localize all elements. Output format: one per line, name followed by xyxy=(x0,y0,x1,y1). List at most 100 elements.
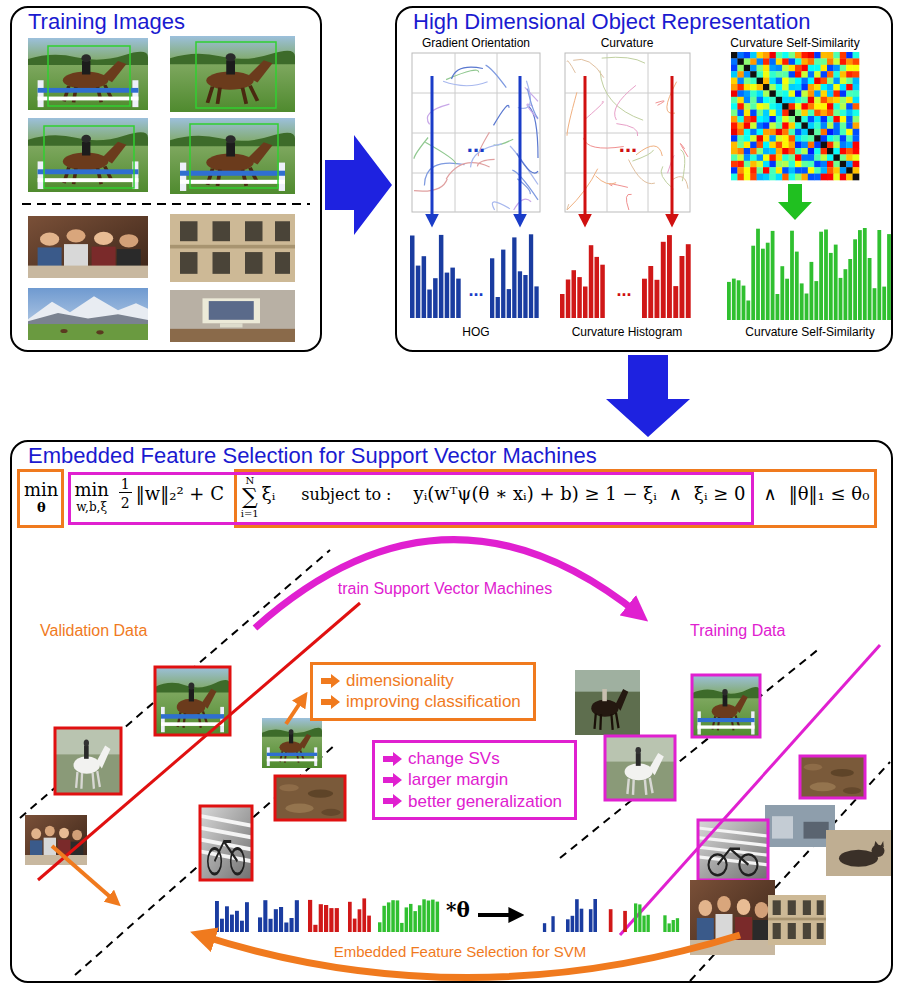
matrix-cell xyxy=(827,84,834,91)
histogram-bar xyxy=(609,909,613,932)
matrix-cell xyxy=(744,71,751,78)
edge-curve xyxy=(673,177,688,189)
histogram-bar xyxy=(518,271,522,318)
bullet-arrow-shape xyxy=(383,794,402,808)
edge-curve xyxy=(512,170,538,200)
edge-curve xyxy=(567,61,575,73)
matrix-cell xyxy=(814,116,821,123)
matrix-cell xyxy=(814,142,821,149)
matrix-cell xyxy=(737,174,744,181)
matrix-cell xyxy=(763,129,770,136)
photo xyxy=(28,38,148,110)
matrix-cell xyxy=(827,135,834,142)
matrix-cell xyxy=(782,174,789,181)
edge-curve xyxy=(681,150,685,181)
matrix-cell xyxy=(795,71,802,78)
matrix-cell xyxy=(846,90,853,97)
matrix-cell xyxy=(782,167,789,174)
bounding-box xyxy=(196,42,276,108)
matrix-cell xyxy=(789,52,796,59)
matrix-cell xyxy=(795,129,802,136)
matrix-cell xyxy=(731,65,738,72)
photo xyxy=(170,290,295,342)
matrix-cell xyxy=(776,122,783,129)
matrix-cell xyxy=(808,174,815,181)
histogram-bar xyxy=(844,269,848,320)
formula-term: yᵢ(wᵀψ(θ ∗ xᵢ) + b) ≥ 1 − ξᵢ xyxy=(413,485,656,503)
matrix-cell xyxy=(840,154,847,161)
matrix-cell xyxy=(846,71,853,78)
matrix-cell xyxy=(808,148,815,155)
matrix-cell xyxy=(776,97,783,104)
histogram-bar xyxy=(575,899,579,932)
matrix-cell xyxy=(801,167,808,174)
formula-term: ∧ xyxy=(764,485,777,503)
matrix-cell xyxy=(763,142,770,149)
matrix-cell xyxy=(808,65,815,72)
matrix-cell xyxy=(821,161,828,168)
matrix-cell xyxy=(757,135,764,142)
matrix-cell xyxy=(782,52,789,59)
matrix-cell xyxy=(846,116,853,123)
text-label: Curvature Self-Similarity xyxy=(745,326,874,340)
matrix-cell xyxy=(750,65,757,72)
matrix-cell xyxy=(776,71,783,78)
matrix-cell xyxy=(731,97,738,104)
matrix-cell xyxy=(757,122,764,129)
edge-curve xyxy=(567,169,598,210)
matrix-cell xyxy=(789,161,796,168)
matrix-cell xyxy=(846,129,853,136)
matrix-cell xyxy=(821,52,828,59)
matrix-cell xyxy=(750,71,757,78)
bullet-arrow xyxy=(321,674,341,688)
histogram-bar xyxy=(805,294,809,321)
matrix-cell xyxy=(757,71,764,78)
photo xyxy=(28,288,148,340)
histogram-bar xyxy=(680,256,685,318)
matrix-cell xyxy=(853,103,860,110)
matrix-cell xyxy=(744,103,751,110)
histogram-bar xyxy=(668,923,671,932)
matrix-cell xyxy=(750,129,757,136)
formula-term: ∧ xyxy=(669,485,682,503)
matrix-cell xyxy=(789,110,796,117)
matrix-cell xyxy=(769,161,776,168)
matrix-cell xyxy=(853,71,860,78)
matrix-cell xyxy=(782,71,789,78)
matrix-cell xyxy=(750,52,757,59)
histogram-bar xyxy=(829,253,833,320)
matrix-cell xyxy=(827,97,834,104)
matrix-cell xyxy=(821,58,828,65)
matrix-cell xyxy=(808,129,815,136)
matrix-cell xyxy=(757,142,764,149)
matrix-cell xyxy=(801,84,808,91)
matrix-cell xyxy=(853,142,860,149)
matrix-cell xyxy=(731,142,738,149)
matrix-cell xyxy=(757,110,764,117)
matrix-cell xyxy=(731,135,738,142)
matrix-cell xyxy=(821,103,828,110)
matrix-cell xyxy=(731,110,738,117)
histogram-bar xyxy=(868,258,872,320)
text-label: Curvature xyxy=(601,37,654,51)
photo xyxy=(28,118,148,192)
photo xyxy=(55,728,121,794)
edge-curve xyxy=(573,59,604,77)
matrix-cell xyxy=(846,142,853,149)
matrix-cell xyxy=(763,103,770,110)
matrix-cell xyxy=(750,58,757,65)
matrix-cell xyxy=(821,129,828,136)
matrix-cell xyxy=(750,110,757,117)
matrix-cell xyxy=(853,116,860,123)
matrix-cell xyxy=(846,78,853,85)
matrix-cell xyxy=(814,71,821,78)
histogram-bar xyxy=(676,918,679,932)
curved-arrow xyxy=(255,540,640,628)
histogram-bar xyxy=(512,237,516,318)
matrix-cell xyxy=(763,122,770,129)
photo-border xyxy=(800,756,865,798)
matrix-cell xyxy=(776,161,783,168)
matrix-cell xyxy=(757,148,764,155)
matrix-cell xyxy=(853,65,860,72)
histogram-bar xyxy=(319,904,323,932)
